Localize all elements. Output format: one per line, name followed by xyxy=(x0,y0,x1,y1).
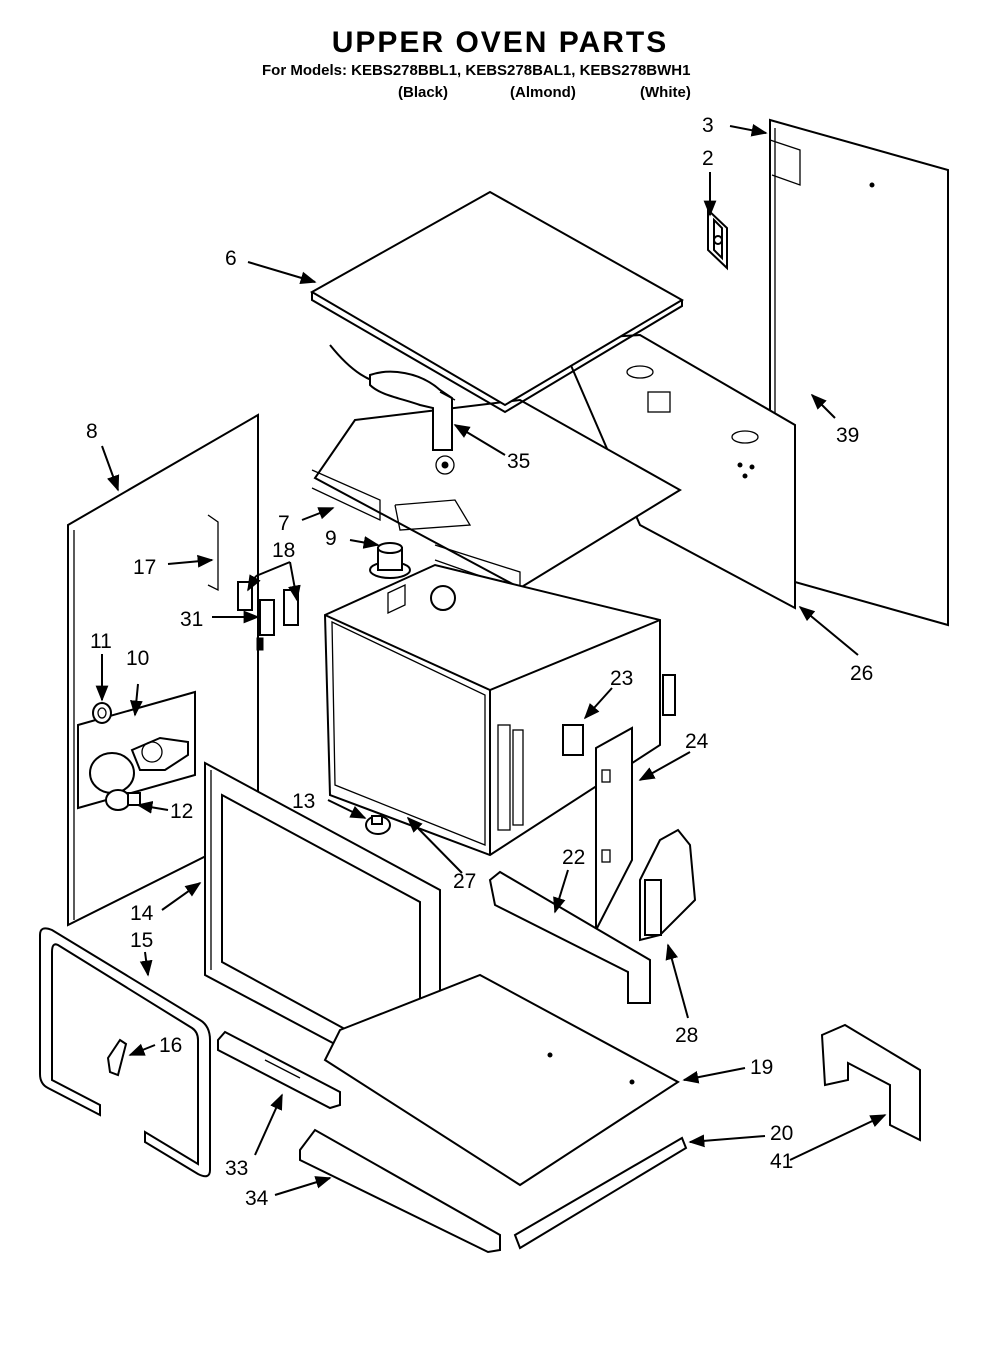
part-16-clip xyxy=(106,1038,128,1077)
callout-17: 17 xyxy=(133,556,156,579)
part-26-wrapper-panel xyxy=(558,333,796,610)
part-20-rail xyxy=(513,1136,688,1250)
part-13-button xyxy=(365,815,391,835)
part-35-harness xyxy=(329,344,456,451)
models-line: For Models: KEBS278BBL1, KEBS278BAL1, KE… xyxy=(262,62,691,79)
leader-lines xyxy=(95,123,887,1196)
callout-34: 34 xyxy=(245,1187,269,1210)
callout-10: 10 xyxy=(126,647,149,670)
callout-26: 26 xyxy=(850,662,873,685)
callout-22: 22 xyxy=(562,846,585,869)
callout-16: 16 xyxy=(159,1034,182,1057)
callout-3: 3 xyxy=(702,114,714,137)
part-3-rear-panel xyxy=(769,118,949,627)
part-11-ring xyxy=(92,702,112,724)
callout-2: 2 xyxy=(702,147,714,170)
callout-19: 19 xyxy=(750,1056,773,1079)
callout-28: 28 xyxy=(675,1024,698,1047)
callout-labels: 3 2 6 8 35 39 7 18 9 17 31 11 10 26 23 2… xyxy=(86,114,873,1210)
part-9-grommet xyxy=(369,542,411,579)
callout-12: 12 xyxy=(170,800,193,823)
variant-white: (White) xyxy=(640,84,691,101)
variant-almond: (Almond) xyxy=(510,84,576,101)
callout-8: 8 xyxy=(86,420,98,443)
callout-15: 15 xyxy=(130,929,153,952)
callout-7: 7 xyxy=(278,512,290,535)
callout-27: 27 xyxy=(453,870,476,893)
part-2-bracket xyxy=(707,207,728,271)
part-15-gasket xyxy=(39,927,211,1178)
callout-20: 20 xyxy=(770,1122,793,1145)
page-title: UPPER OVEN PARTS xyxy=(331,26,669,59)
callout-41: 41 xyxy=(770,1150,793,1173)
callout-6: 6 xyxy=(225,247,237,270)
part-33-vent xyxy=(217,1030,341,1110)
part-12-bulb xyxy=(105,789,141,811)
callout-9: 9 xyxy=(325,527,337,550)
part-7-top-plate xyxy=(311,398,682,591)
part-17-18-31-latch-switch xyxy=(256,589,299,651)
callout-18: 18 xyxy=(272,539,295,562)
part-41-rear-bracket xyxy=(820,1023,921,1142)
callout-14: 14 xyxy=(130,902,154,925)
callout-31: 31 xyxy=(180,608,203,631)
part-23-27-oven-cavity xyxy=(323,563,676,857)
callout-39: 39 xyxy=(836,424,859,447)
callout-35: 35 xyxy=(507,450,530,473)
part-22-rail xyxy=(488,870,651,1004)
callout-33: 33 xyxy=(225,1157,248,1180)
callout-13: 13 xyxy=(292,790,315,813)
callout-11: 11 xyxy=(90,630,112,653)
part-6-top-panel xyxy=(309,190,684,414)
part-34-bottom-rail xyxy=(299,1128,501,1254)
variant-black: (Black) xyxy=(398,84,449,101)
callout-23: 23 xyxy=(610,667,633,690)
part-24-hinge-bracket xyxy=(595,726,633,931)
part-28-hinge xyxy=(639,828,697,942)
part-19-bottom-panel xyxy=(323,973,680,1187)
callout-24: 24 xyxy=(685,730,709,753)
